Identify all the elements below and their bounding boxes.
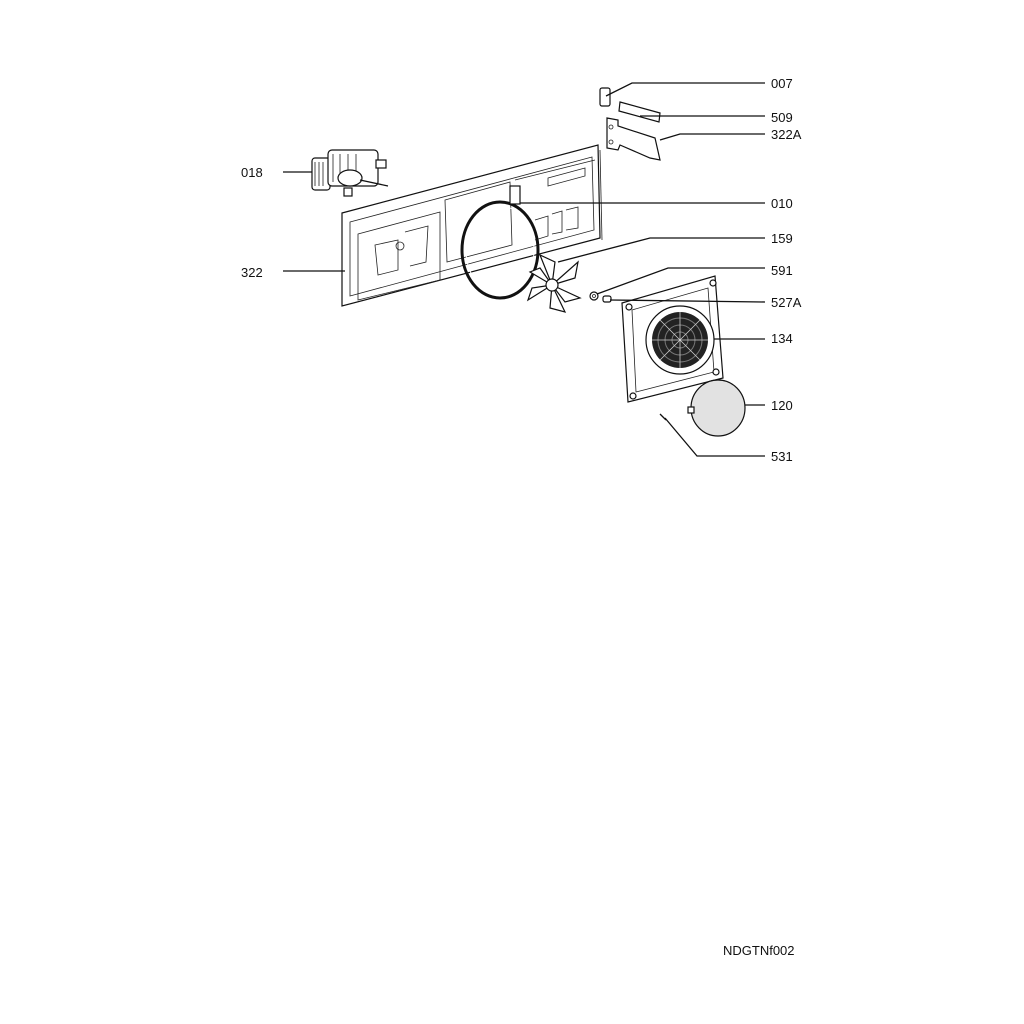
label-007: 007: [771, 76, 793, 91]
part-527A-spacer: [602, 295, 612, 303]
part-120-lamp-cover: [687, 379, 746, 437]
part-591-washer: [589, 291, 599, 301]
label-018: 018: [241, 165, 263, 180]
label-120: 120: [771, 398, 793, 413]
label-134: 134: [771, 331, 793, 346]
label-591: 591: [771, 263, 793, 278]
part-509-bracket: [618, 101, 661, 123]
drawing-code: NDGTNf002: [723, 943, 795, 958]
part-134-fan-cover: [621, 275, 724, 403]
label-509: 509: [771, 110, 793, 125]
part-007-clip: [599, 87, 611, 107]
part-018-fan-motor: [311, 149, 389, 197]
label-322: 322: [241, 265, 263, 280]
label-527A: 527A: [771, 295, 802, 310]
part-159-fan-blade: [526, 253, 582, 313]
label-159: 159: [771, 231, 793, 246]
part-010-heating-element: [460, 185, 540, 300]
label-531: 531: [771, 449, 793, 464]
label-322A: 322A: [771, 127, 802, 142]
leader-lines: [283, 82, 766, 457]
label-010: 010: [771, 196, 793, 211]
part-322-back-panel: [341, 144, 603, 307]
part-322A-bracket: [606, 117, 661, 161]
